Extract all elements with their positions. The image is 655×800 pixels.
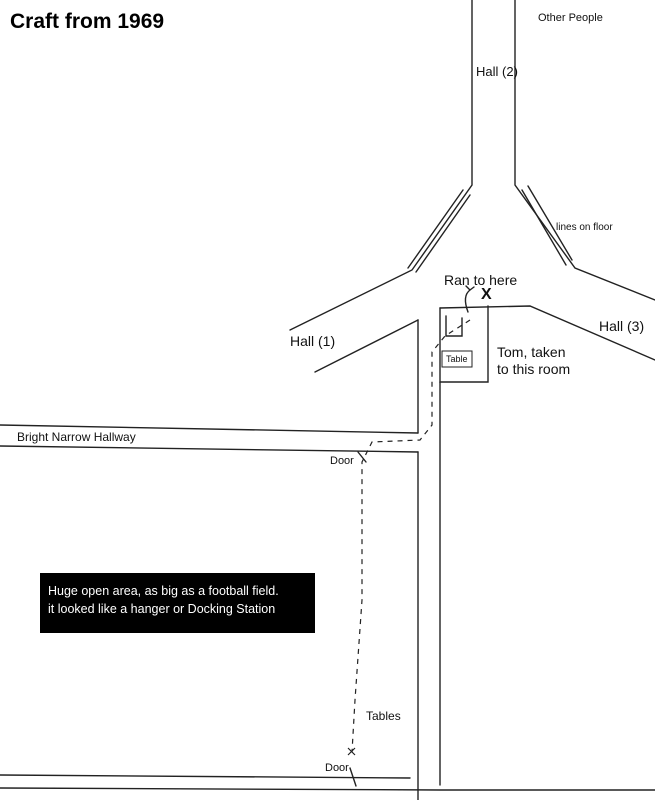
label-bright-narrow-hallway: Bright Narrow Hallway: [17, 430, 136, 444]
label-ran-to-here: Ran to here: [444, 272, 518, 288]
door-upper-mark: [357, 451, 367, 463]
note-line-1: Huge open area, as big as a football fie…: [48, 584, 279, 598]
door-lower-mark: [349, 767, 357, 787]
label-hall-3: Hall (3): [599, 318, 645, 334]
floor-bottom-line: [0, 774, 411, 779]
note-line-2: it looked like a hanger or Docking Stati…: [48, 601, 276, 616]
floor-bottom-line-2: [0, 787, 655, 791]
ran-arrow: [464, 285, 475, 313]
hall-2-left-wall: [289, 0, 473, 331]
label-tom-line1: Tom, taken: [497, 344, 566, 360]
bright-hallway-top-wall: [0, 424, 419, 434]
floor-line-left: [407, 189, 471, 273]
label-hall-1: Hall (1): [290, 333, 336, 349]
description-note: Huge open area, as big as a football fie…: [40, 573, 315, 633]
label-lines-on-floor: lines on floor: [556, 222, 613, 233]
table-box: [441, 350, 473, 368]
hall-3-lower-wall: [439, 305, 655, 361]
label-other-people: Other People: [538, 12, 603, 24]
label-door-upper: Door: [330, 455, 354, 467]
page-title: Craft from 1969: [10, 10, 165, 33]
hall-2-right-wall: [514, 0, 655, 301]
tom-room-inner: [445, 315, 463, 337]
label-tom-line2: to this room: [497, 361, 571, 377]
bright-hallway-bottom-wall: [0, 445, 419, 453]
tom-room: [439, 305, 489, 383]
label-table: Table: [446, 354, 468, 364]
label-hall-2: Hall (2): [476, 64, 518, 79]
route-end-x: [347, 747, 356, 756]
label-tables: Tables: [366, 709, 401, 723]
floor-line-right: [521, 185, 573, 266]
label-x-mark: X: [481, 286, 492, 303]
label-door-lower: Door: [325, 762, 349, 774]
hall-1-upper-wall: [314, 319, 419, 373]
escape-route: [351, 319, 471, 753]
